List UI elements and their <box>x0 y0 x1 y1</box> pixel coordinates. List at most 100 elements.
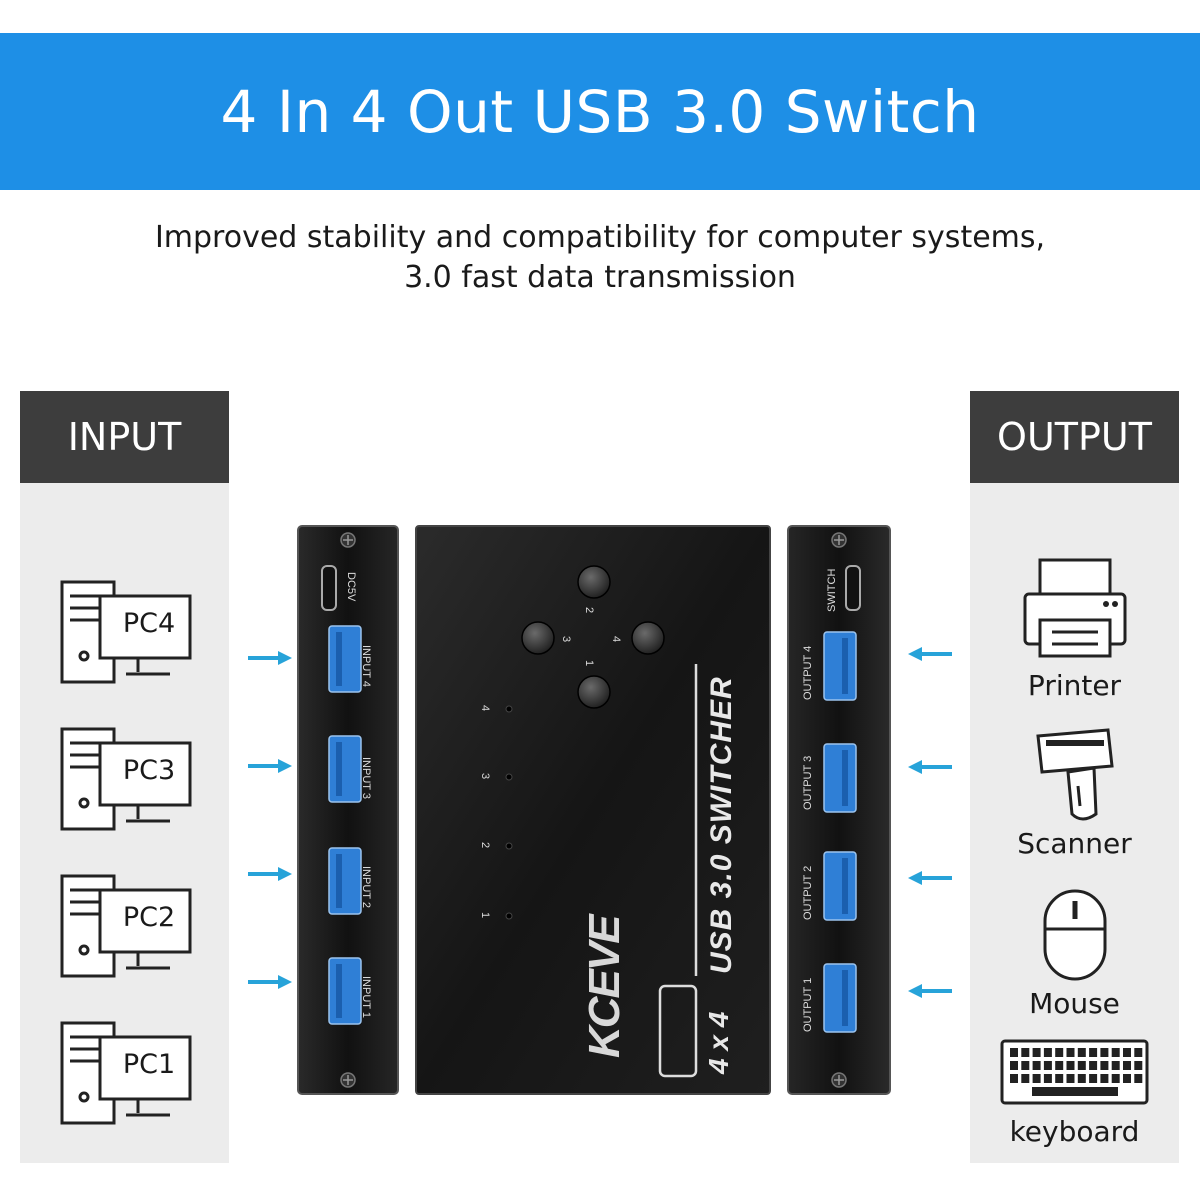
keyboard-key <box>1077 1074 1086 1083</box>
keyboard-key <box>1021 1074 1030 1083</box>
keyboard-key <box>1134 1074 1143 1083</box>
pc-label: PC2 <box>122 902 176 933</box>
dc5v-label: DC5V <box>345 572 357 602</box>
mouse-label: Mouse <box>1029 987 1120 1020</box>
arrow-left-icon <box>908 647 952 661</box>
desktop-pc-icon <box>60 1021 192 1125</box>
printer-label: Printer <box>1027 669 1122 702</box>
button-label-3: 3 <box>560 635 573 643</box>
keyboard-key <box>1089 1061 1098 1070</box>
keyboard-key <box>1111 1048 1120 1057</box>
keyboard-key <box>1055 1061 1064 1070</box>
led-label-2: 2 <box>479 841 492 849</box>
keyboard-key <box>1043 1048 1052 1057</box>
led-label-4: 4 <box>479 704 492 712</box>
input-1-label: INPUT 1 <box>360 976 372 1018</box>
input-4-label: INPUT 4 <box>360 645 372 687</box>
pc-label: PC3 <box>122 755 176 786</box>
keyboard-key <box>1134 1048 1143 1057</box>
keyboard-key <box>1066 1074 1075 1083</box>
button-3[interactable] <box>521 621 555 655</box>
output-1-label: OUTPUT 1 <box>802 977 814 1032</box>
switch-label: SWITCH <box>826 568 838 612</box>
keyboard-key <box>1111 1061 1120 1070</box>
pc2-item: PC2 <box>60 870 200 980</box>
keyboard-key <box>1123 1074 1131 1083</box>
arrow-right-icon <box>248 759 292 773</box>
input-3-label: INPUT 3 <box>360 757 372 799</box>
arrow-right-icon <box>248 867 292 881</box>
keyboard-key <box>1111 1074 1120 1083</box>
arrow-left-icon <box>908 871 952 885</box>
pc1-item: PC1 <box>60 1017 200 1127</box>
led-label-1: 1 <box>479 911 492 919</box>
pc3-item: PC3 <box>60 723 200 833</box>
keyboard-key <box>1032 1048 1041 1057</box>
keyboard-key <box>1100 1074 1109 1083</box>
keyboard-key <box>1032 1061 1041 1070</box>
output-3-label: OUTPUT 3 <box>802 755 814 810</box>
keyboard-key <box>1089 1074 1098 1083</box>
subtitle: Improved stability and compatibility for… <box>0 218 1200 298</box>
keyboard-key <box>1123 1061 1131 1070</box>
keyboard-key <box>1010 1048 1018 1057</box>
keyboard-key <box>1100 1048 1109 1057</box>
printer-icon <box>1023 558 1127 658</box>
output-panel: OUTPUT Printer Scanner Mouse keyboard <box>970 391 1179 1163</box>
keyboard-key <box>1032 1074 1041 1083</box>
barcode-scanner-icon <box>1036 728 1114 821</box>
keyboard-key <box>1021 1048 1030 1057</box>
keyboard-key <box>1100 1061 1109 1070</box>
keyboard-key <box>1134 1061 1143 1070</box>
mouse-icon <box>1043 889 1107 981</box>
button-1[interactable] <box>577 675 611 709</box>
model-badge: 4 x 4 <box>703 1011 734 1074</box>
arrow-left-icon <box>908 760 952 774</box>
desktop-pc-icon <box>60 874 192 978</box>
keyboard-key <box>1043 1074 1052 1083</box>
pc4-item: PC4 <box>60 576 200 686</box>
brand-logo: KCEVE <box>580 916 629 1058</box>
keyboard-label: keyboard <box>1009 1115 1140 1148</box>
input-heading: INPUT <box>20 391 229 483</box>
button-2[interactable] <box>577 565 611 599</box>
keyboard-spacebar <box>1032 1087 1118 1096</box>
keyboard-key <box>1077 1061 1086 1070</box>
keyboard-key <box>1043 1061 1052 1070</box>
keyboard-key <box>1010 1074 1018 1083</box>
input-2-label: INPUT 2 <box>360 866 372 908</box>
desktop-pc-icon <box>60 580 192 684</box>
button-label-4: 4 <box>610 635 623 643</box>
keyboard-key <box>1055 1048 1064 1057</box>
page-title: 4 In 4 Out USB 3.0 Switch <box>220 77 980 146</box>
scanner-label: Scanner <box>1017 827 1132 860</box>
pc-label: PC4 <box>122 608 176 639</box>
output-4-label: OUTPUT 4 <box>802 645 814 700</box>
keyboard-key <box>1089 1048 1098 1057</box>
keyboard-key <box>1066 1048 1075 1057</box>
switch-input-side <box>297 525 399 1095</box>
keyboard-icon <box>1000 1039 1149 1105</box>
output-heading: OUTPUT <box>970 391 1179 483</box>
arrow-right-icon <box>248 651 292 665</box>
subtitle-line-1: Improved stability and compatibility for… <box>154 220 1046 255</box>
arrow-right-icon <box>248 975 292 989</box>
switch-output-side <box>787 525 891 1095</box>
button-4[interactable] <box>631 621 665 655</box>
keyboard-key <box>1077 1048 1086 1057</box>
model-label: USB 3.0 SWITCHER <box>705 676 738 974</box>
switch-top-view <box>415 525 771 1095</box>
desktop-pc-icon <box>60 727 192 831</box>
button-label-2: 2 <box>583 606 596 614</box>
output-2-label: OUTPUT 2 <box>802 865 814 920</box>
title-banner: 4 In 4 Out USB 3.0 Switch <box>0 33 1200 190</box>
subtitle-line-2: 3.0 fast data transmission <box>404 260 796 295</box>
keyboard-key <box>1123 1048 1131 1057</box>
keyboard-key <box>1055 1074 1064 1083</box>
keyboard-key <box>1066 1061 1075 1070</box>
pc-label: PC1 <box>122 1049 176 1080</box>
keyboard-key <box>1021 1061 1030 1070</box>
button-label-1: 1 <box>583 659 596 667</box>
keyboard-key <box>1010 1061 1018 1070</box>
led-label-3: 3 <box>479 772 492 780</box>
